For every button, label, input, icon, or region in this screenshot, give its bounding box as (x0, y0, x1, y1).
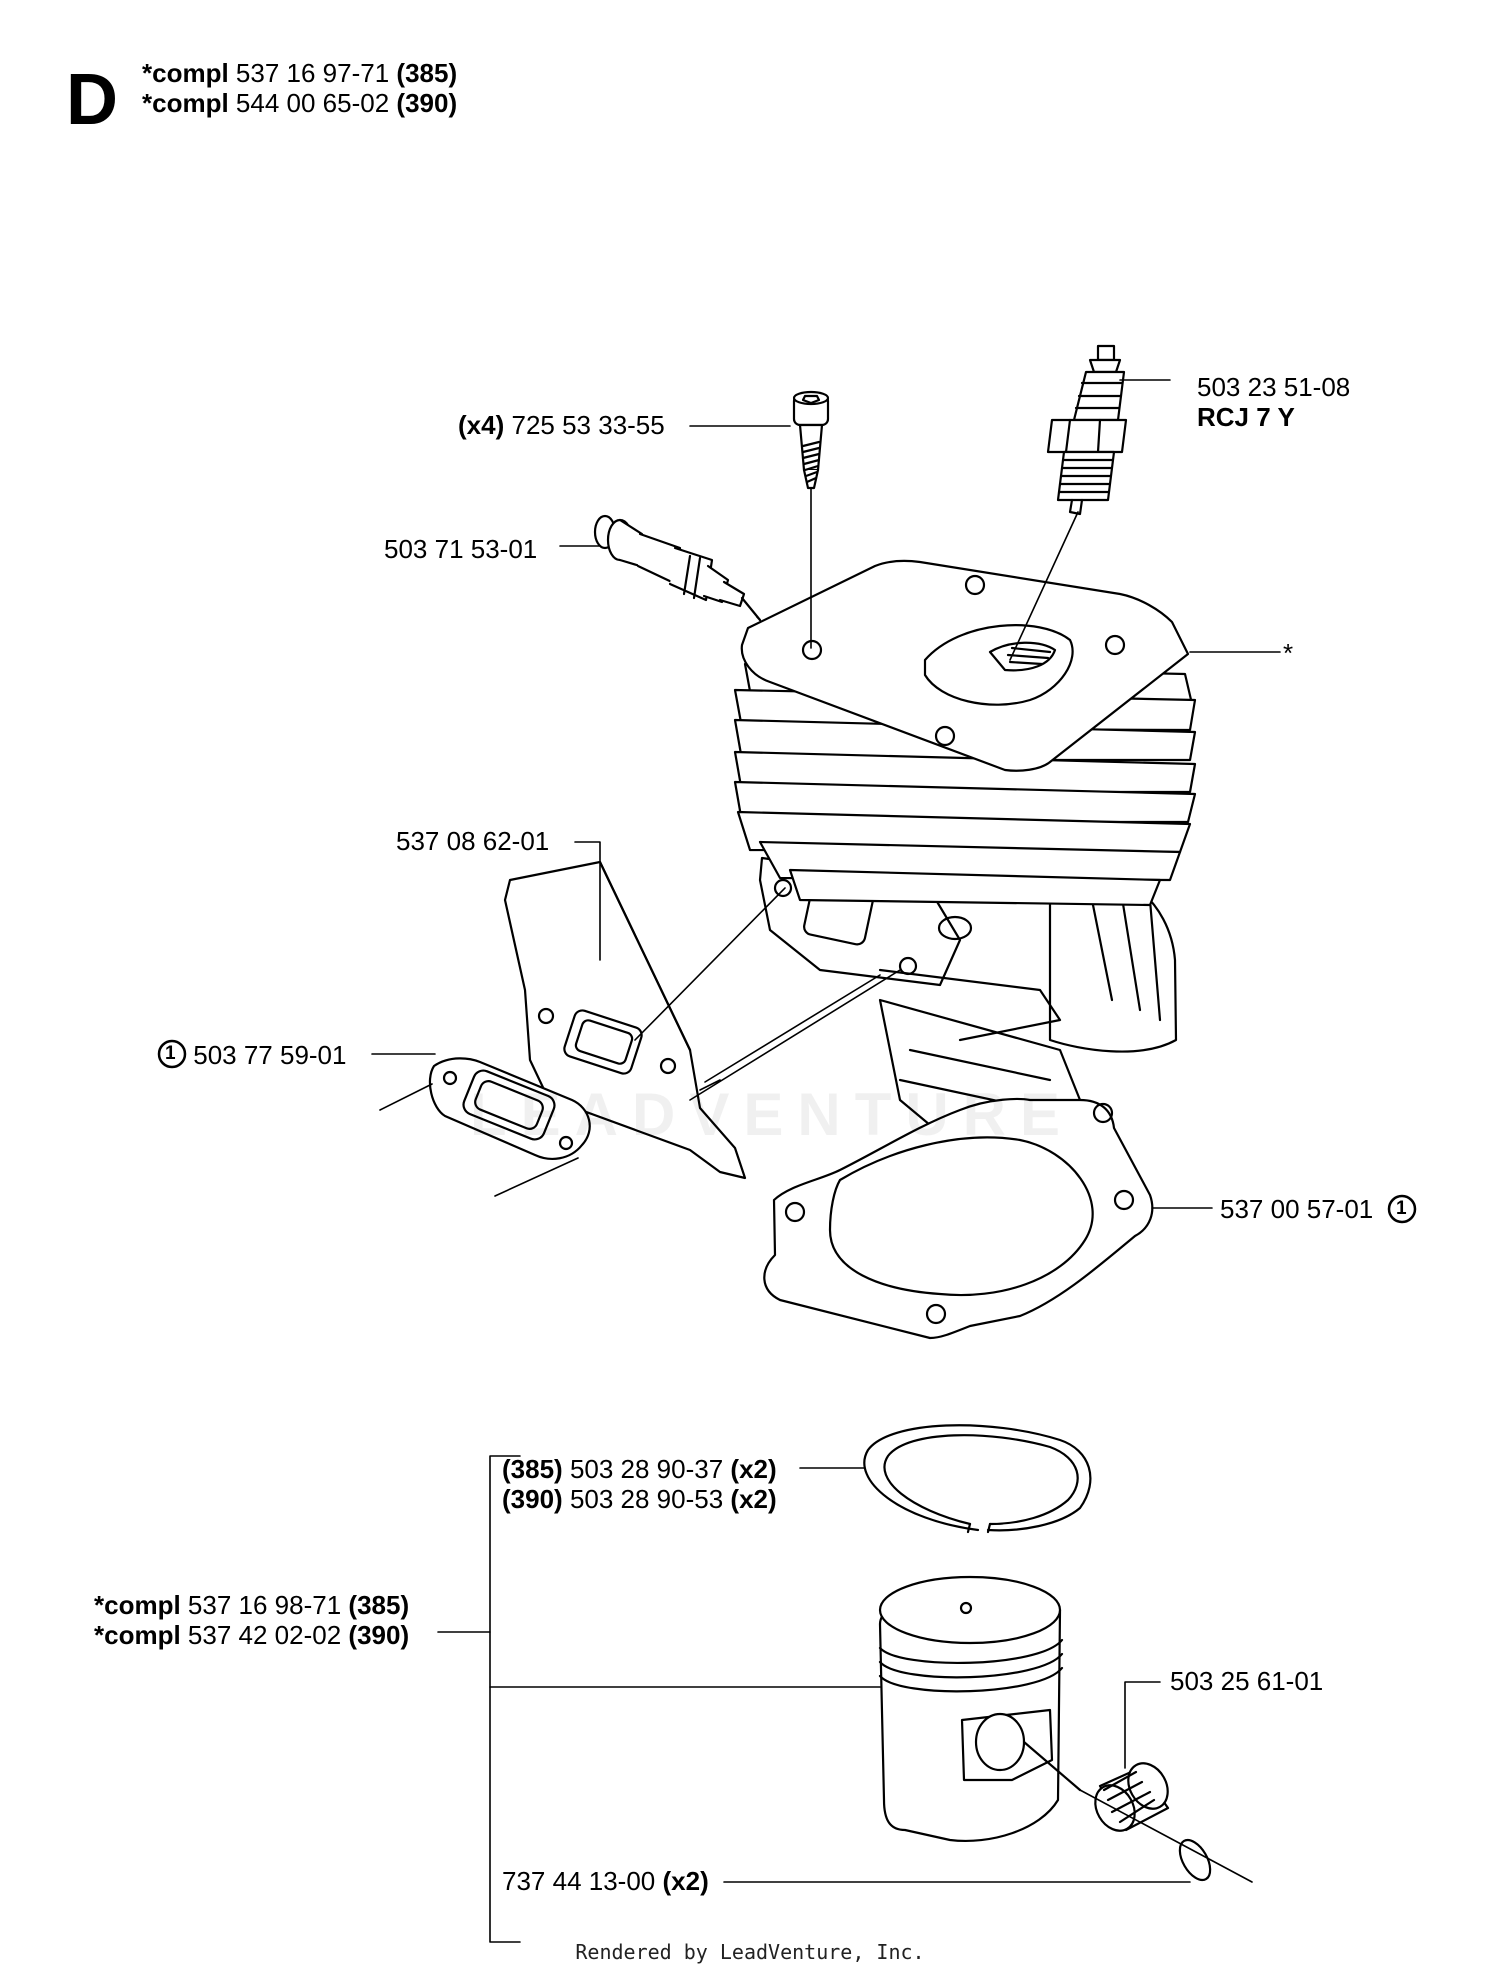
cylinder-drawing (733, 559, 1197, 1152)
label-cylinder-mark: * (1283, 638, 1294, 668)
ref-circle-right (1387, 1194, 1417, 1224)
piston-prefix-2: *compl (94, 1620, 181, 1650)
ref-circle-left (157, 1039, 187, 1069)
ring-model-2: (390) (502, 1484, 563, 1514)
ring-number-2: 503 28 90-53 (569, 1484, 724, 1514)
header-line-1: *compl 537 16 97-71 (385) (142, 58, 457, 88)
header-number-1: 537 16 97-71 (235, 58, 390, 88)
footer-credit: Rendered by LeadVenture, Inc. (575, 1940, 925, 1964)
piston-ring-drawing (863, 1424, 1092, 1534)
piston-drawing (878, 1575, 1082, 1842)
decompression-valve-drawing (593, 514, 762, 622)
muffler-gasket-number: 503 77 59-01 (193, 1040, 347, 1070)
circlip-qty: (x2) (662, 1866, 709, 1896)
ring-qty-1: (x2) (730, 1454, 777, 1484)
ring-qty-2: (x2) (730, 1484, 777, 1514)
piston-prefix-1: *compl (94, 1590, 181, 1620)
label-piston-ring-385: (385) 503 28 90-37 (x2) (502, 1454, 777, 1484)
circlip-number: 737 44 13-00 (502, 1866, 656, 1896)
piston-model-2: (390) (348, 1620, 410, 1650)
label-piston-390: *compl 537 42 02-02 (390) (94, 1620, 409, 1650)
circlip-drawing (1178, 1838, 1212, 1882)
label-spark-plug-number: 503 23 51-08 (1197, 372, 1351, 402)
header-model-1: (385) (396, 58, 458, 88)
label-cylinder-gasket: 537 00 57-01 (1220, 1194, 1373, 1224)
piston-number-1: 537 16 98-71 (187, 1590, 342, 1620)
label-screw: (x4) 725 53 33-55 (458, 410, 665, 440)
ring-number-1: 503 28 90-37 (569, 1454, 724, 1484)
cylinder-gasket-number: 537 00 57-01 (1220, 1194, 1374, 1224)
leader-lines (371, 379, 1281, 1943)
label-heat-shield: 537 08 62-01 (396, 826, 550, 856)
header-line-2: *compl 544 00 65-02 (390) (142, 88, 457, 118)
screw-number: 725 53 33-55 (511, 410, 665, 440)
label-piston-385: *compl 537 16 98-71 (385) (94, 1590, 409, 1620)
header-prefix-2: *compl (142, 88, 229, 118)
watermark: LEADVENTURE (470, 1081, 1075, 1148)
needle-bearing-drawing (1094, 1762, 1170, 1832)
muffler-gasket-ref-digit: 1 (165, 1043, 176, 1064)
piston-number-2: 537 42 02-02 (187, 1620, 342, 1650)
muffler-gasket-drawing (428, 1057, 591, 1160)
label-circlip: 737 44 13-00 (x2) (502, 1866, 709, 1896)
header-number-2: 544 00 65-02 (235, 88, 390, 118)
header-prefix-1: *compl (142, 58, 229, 88)
ring-model-1: (385) (502, 1454, 563, 1484)
label-piston-ring-390: (390) 503 28 90-53 (x2) (502, 1484, 777, 1514)
label-needle-bearing: 503 25 61-01 (1170, 1666, 1324, 1696)
label-muffler-gasket: 1 503 77 59-01 (158, 1040, 346, 1071)
piston-model-1: (385) (348, 1590, 410, 1620)
cylinder-gasket-ref-digit: 1 (1396, 1198, 1407, 1219)
section-letter: D (66, 60, 118, 140)
label-decompression-valve: 503 71 53-01 (384, 534, 538, 564)
screw-qty: (x4) (458, 410, 505, 440)
cylinder-gasket-drawing (763, 1097, 1154, 1340)
screw-drawing (792, 390, 830, 490)
spark-plug-drawing (1046, 344, 1128, 516)
label-spark-plug-type: RCJ 7 Y (1197, 402, 1295, 432)
header-model-2: (390) (396, 88, 458, 118)
